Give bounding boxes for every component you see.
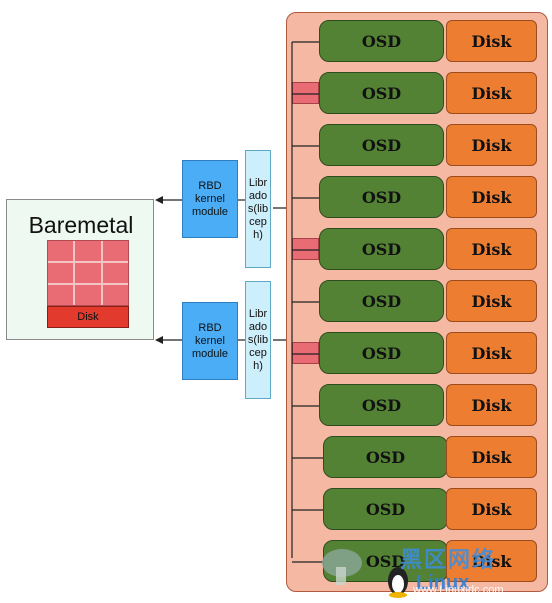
disk-node: Disk [446,332,537,374]
osd-node: OSD [323,488,448,530]
rbd-bottom-line2: kernel [195,334,225,347]
osd-node: OSD [319,176,444,218]
rbd-top-line3: module [191,205,229,218]
librados-bottom: Librados(libceph) [245,281,271,399]
block-cell [102,263,128,283]
baremetal-title: Baremetal [28,212,134,238]
rbd-bottom-line1: RBD [198,321,222,334]
osd-node: OSD [319,228,444,270]
mushroom-stem-icon [336,567,346,585]
baremetal-box: Baremetal Disk [6,199,154,340]
rbd-kernel-module-bottom: RBD kernel module [182,302,238,380]
osd-node: OSD [319,20,444,62]
watermark-logo-word: Linux [416,572,469,594]
bus-branches-overlay [292,41,323,563]
disk-node: Disk [446,280,537,322]
baremetal-block-grid [47,240,129,306]
disk-node: Disk [446,20,537,62]
block-cell [75,285,101,305]
librados-top-label: Librados(libceph) [247,176,269,241]
librados-top: Librados(libceph) [245,150,271,268]
disk-node: Disk [446,124,537,166]
penguin-feet-icon [389,592,407,598]
block-cell [48,263,74,283]
osd-node: OSD [319,280,444,322]
mushroom-icon [322,549,362,577]
arrowhead-top [155,196,163,204]
watermark-brand: 黑区网络 [400,547,497,572]
watermark-url: www.Linuxidc.com [413,584,504,596]
baremetal-disk: Disk [47,306,129,328]
block-cell [48,285,74,305]
osd-node: OSD [323,436,448,478]
osd-node: OSD [319,72,444,114]
osd-node: OSD [319,124,444,166]
block-cell [102,285,128,305]
block-cell [75,263,101,283]
osd-node: OSD [319,332,444,374]
disk-node: Disk [446,228,537,270]
penguin-belly-icon [392,575,404,593]
block-cell [75,241,101,261]
disk-node: Disk [446,176,537,218]
block-cell [102,241,128,261]
rbd-kernel-module-top: RBD kernel module [182,160,238,238]
librados-bottom-label: Librados(libceph) [247,307,269,372]
disk-node: Disk [446,384,537,426]
disk-node: Disk [446,540,537,582]
disk-node: Disk [446,436,537,478]
arrowhead-bottom [155,336,163,344]
rbd-top-line2: kernel [195,192,225,205]
rbd-top-line1: RBD [198,179,222,192]
block-cell [48,241,74,261]
watermark-logo: Linux [322,549,469,598]
osd-node: OSD [319,384,444,426]
disk-node: Disk [446,488,537,530]
disk-node: Disk [446,72,537,114]
rbd-bottom-line3: module [191,347,229,360]
